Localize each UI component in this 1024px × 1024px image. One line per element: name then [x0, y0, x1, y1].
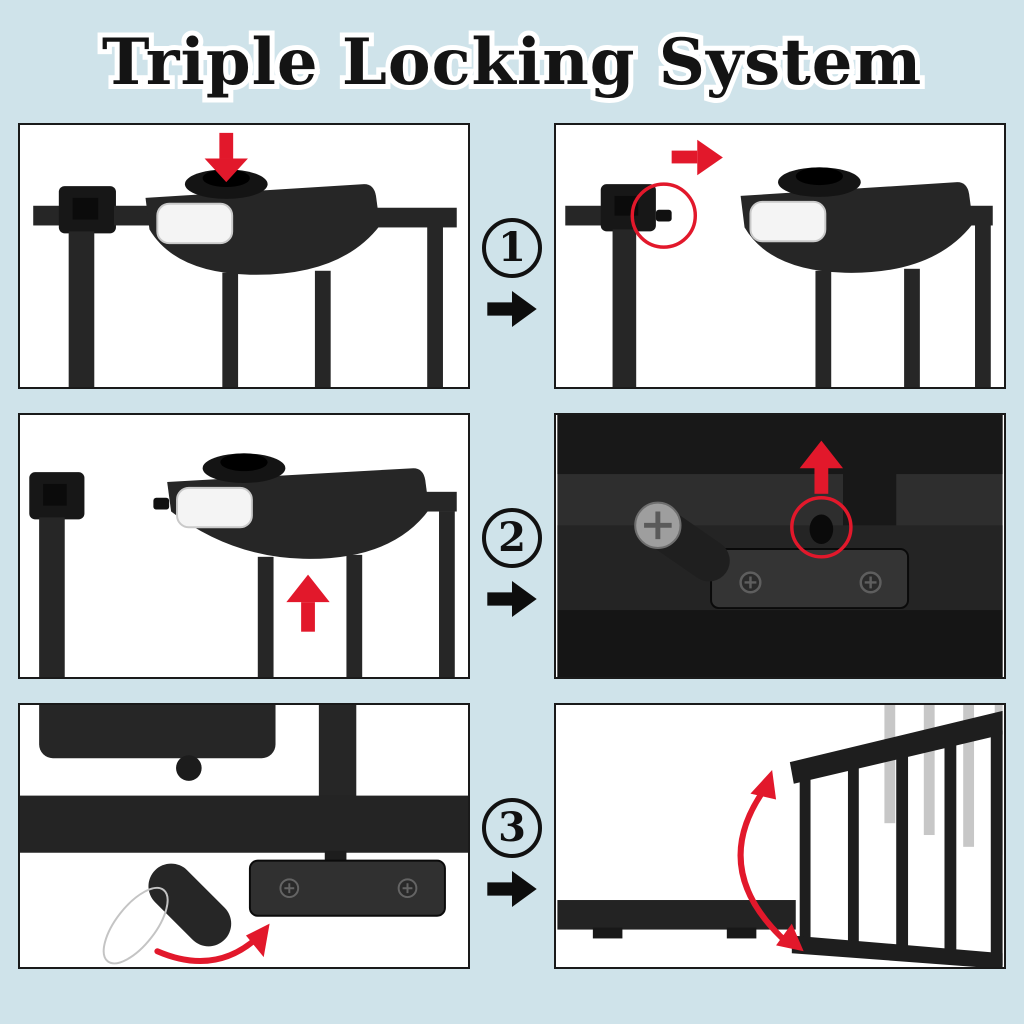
step-2-indicator: 2	[470, 413, 554, 679]
gate-bars	[257, 491, 457, 677]
red-release-up-arrow-icon	[799, 440, 844, 494]
highlight-circle-icon	[790, 496, 853, 559]
lever-ghost-outline	[102, 886, 169, 965]
step-2-next-arrow-icon	[487, 580, 537, 618]
plate-screw	[397, 878, 418, 899]
handle-label	[749, 200, 827, 243]
safety-pin	[153, 497, 170, 510]
step-2-number: 2	[482, 508, 542, 568]
step-1-row: 1	[18, 123, 1006, 389]
open-gate-door	[789, 710, 1003, 967]
gate-bar	[318, 705, 357, 806]
hinge-knob	[176, 755, 202, 781]
red-rotate-arrow-icon	[154, 923, 270, 964]
step-1-number: 1	[482, 218, 542, 278]
step-3-next-arrow-icon	[487, 870, 537, 908]
step-2-before-image	[18, 413, 470, 679]
plate-screw	[739, 571, 762, 594]
step-3-number: 3	[482, 798, 542, 858]
red-press-down-arrow-icon	[204, 132, 248, 183]
step-3-after-image	[554, 703, 1006, 969]
red-swing-arrow-icon	[737, 770, 804, 952]
step-3-before-image	[18, 703, 470, 969]
handle-label	[176, 486, 253, 529]
latch-lever	[148, 863, 232, 947]
title-banner: Triple Locking System	[97, 20, 926, 105]
step-1-next-arrow-icon	[487, 290, 537, 328]
step-3-row: 3	[18, 703, 1006, 969]
latch-peg	[809, 514, 834, 545]
gate-bottom-rail	[20, 795, 468, 853]
gate-bar	[843, 415, 897, 538]
step-3-indicator: 3	[470, 703, 554, 969]
floor-plate	[248, 859, 446, 917]
safety-pin	[655, 209, 672, 222]
gate-bars	[815, 205, 993, 387]
red-slide-right-arrow-icon	[671, 139, 723, 176]
step-1-after-image	[554, 123, 1006, 389]
red-lift-up-arrow-icon	[286, 574, 330, 632]
wall-mount-clamp	[29, 472, 85, 677]
latch-lever	[634, 501, 730, 582]
gate-handle	[740, 167, 974, 273]
gate-bars	[222, 207, 457, 387]
gate-handle	[145, 169, 380, 275]
step-1-indicator: 1	[470, 123, 554, 389]
page-title: Triple Locking System	[102, 25, 922, 100]
gate-handle	[167, 453, 430, 559]
wall-mount-clamp	[33, 186, 154, 387]
plate-screw	[859, 571, 882, 594]
fixed-gate-bottom-rail	[557, 900, 796, 939]
step-2-after-image	[554, 413, 1006, 679]
step-1-before-image	[18, 123, 470, 389]
plate-screw	[279, 878, 300, 899]
wall-mount-clamp	[565, 184, 656, 387]
gate-top-rail	[557, 415, 1003, 475]
gate-frame	[39, 705, 276, 759]
highlight-circle-icon	[630, 182, 698, 249]
step-2-row: 2	[18, 413, 1006, 679]
handle-label	[156, 202, 234, 245]
